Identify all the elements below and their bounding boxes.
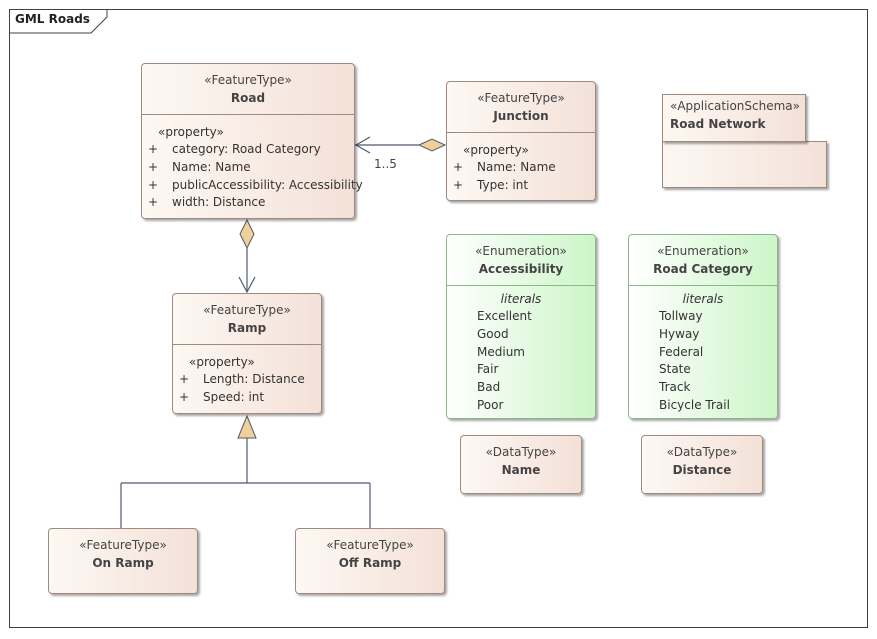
- stereotype: «FeatureType»: [79, 538, 167, 552]
- enum-literal: Track: [659, 380, 691, 395]
- section-title: literals: [500, 292, 542, 306]
- divider: [447, 132, 595, 133]
- multiplicity-label: 1..5: [374, 157, 397, 171]
- road-junction-aggregation[interactable]: [354, 136, 447, 154]
- enum-literal: Federal: [659, 344, 704, 359]
- stereotype: «FeatureType»: [326, 538, 414, 552]
- stereotype: «FeatureType»: [204, 73, 292, 87]
- road-ramp-aggregation[interactable]: [238, 218, 256, 294]
- enum-literal: State: [659, 362, 691, 377]
- class-name: Ramp: [227, 321, 267, 335]
- enum-literal: Bicycle Trail: [659, 397, 730, 412]
- package-name: Road Network: [670, 117, 766, 131]
- stereotype: «Enumeration»: [475, 244, 567, 258]
- class-junction[interactable]: «FeatureType» Junction «property» +Name:…: [446, 81, 596, 201]
- attribute-row: +publicAccessibility: Accessibility: [148, 177, 363, 192]
- diagram-title: GML Roads: [15, 12, 90, 26]
- class-road[interactable]: «FeatureType» Road «property» +category:…: [141, 63, 363, 219]
- stereotype: «DataType»: [485, 445, 557, 459]
- package-road-network[interactable]: «ApplicationSchema» Road Network: [662, 94, 806, 142]
- stereotype: «DataType»: [666, 445, 738, 459]
- datatype-distance[interactable]: «DataType» Distance: [641, 435, 763, 494]
- stereotype: «FeatureType»: [477, 91, 565, 105]
- divider: [142, 114, 354, 115]
- class-name: Name: [501, 463, 541, 477]
- stereotype: «FeatureType»: [203, 303, 291, 317]
- enum-literal: Good: [477, 326, 509, 341]
- class-ramp[interactable]: «FeatureType» Ramp «property» +Length: D…: [172, 293, 322, 414]
- enum-literal: Poor: [477, 397, 504, 412]
- divider: [629, 285, 777, 286]
- class-name: Off Ramp: [338, 556, 402, 570]
- class-name: Road: [230, 91, 266, 105]
- frame-title-tab: [9, 9, 108, 34]
- enum-literal: Tollway: [659, 309, 703, 323]
- section-title: «property»: [189, 355, 255, 369]
- enum-road-category[interactable]: «Enumeration» Road Category literals Tol…: [628, 234, 778, 419]
- enum-accessibility[interactable]: «Enumeration» Accessibility literals Exc…: [446, 234, 596, 419]
- attribute-row: +Type: int: [453, 177, 529, 192]
- class-name: Accessibility: [478, 262, 564, 276]
- section-title: literals: [682, 292, 724, 306]
- class-name: Distance: [672, 463, 732, 477]
- class-name: On Ramp: [92, 556, 154, 570]
- section-title: «property»: [463, 143, 529, 157]
- enum-literal: Fair: [477, 362, 499, 377]
- class-on-ramp[interactable]: «FeatureType» On Ramp: [48, 528, 198, 594]
- ramp-generalization[interactable]: [120, 414, 371, 528]
- datatype-name[interactable]: «DataType» Name: [460, 435, 582, 494]
- attribute-row: +Length: Distance: [179, 372, 305, 386]
- enum-literal: Medium: [477, 344, 525, 359]
- attribute-row: +Name: Name: [148, 159, 251, 174]
- attribute-row: +Name: Name: [453, 160, 556, 174]
- attribute-row: +width: Distance: [148, 195, 266, 210]
- class-off-ramp[interactable]: «FeatureType» Off Ramp: [295, 528, 445, 594]
- class-name: Junction: [493, 109, 549, 123]
- section-title: «property»: [158, 125, 224, 139]
- divider: [447, 285, 595, 286]
- enum-literal: Excellent: [477, 309, 532, 323]
- attribute-row: +Speed: int: [179, 389, 265, 404]
- class-name: Road Category: [653, 262, 753, 276]
- enum-literal: Hyway: [659, 326, 700, 341]
- divider: [173, 344, 321, 345]
- enum-literal: Bad: [477, 380, 501, 395]
- stereotype: «Enumeration»: [657, 244, 749, 258]
- package-body[interactable]: [662, 141, 827, 188]
- stereotype: «ApplicationSchema»: [670, 99, 800, 113]
- attribute-row: +category: Road Category: [148, 142, 321, 156]
